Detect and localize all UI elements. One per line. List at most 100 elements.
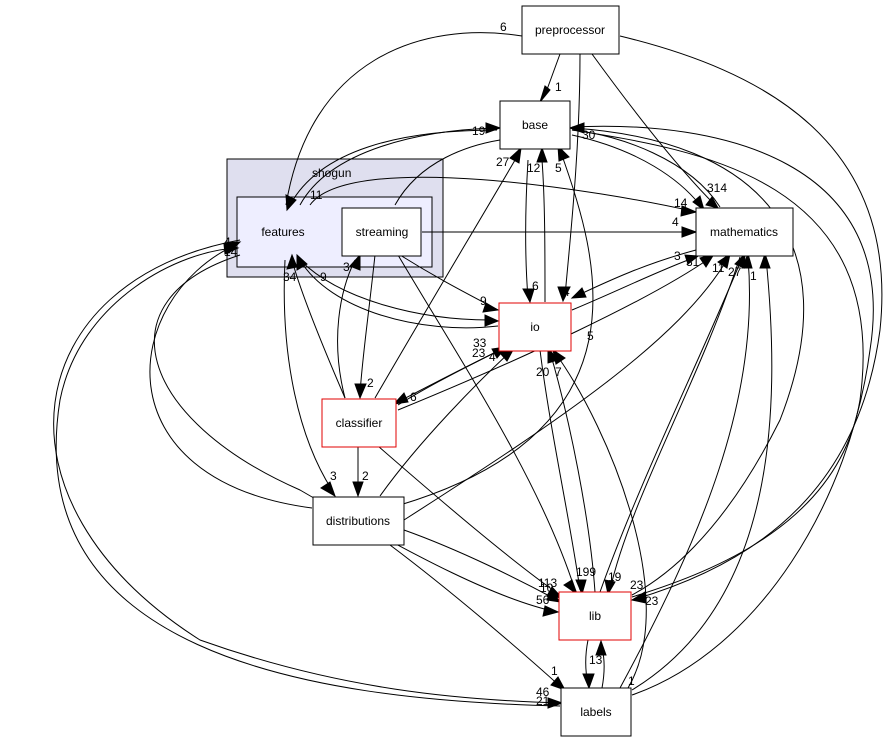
edge-label: 12: [527, 161, 541, 175]
edge-classifier-lib: [377, 445, 561, 596]
node-streaming-label: streaming: [356, 225, 409, 239]
edge-distributions-mathematics: [403, 257, 729, 521]
arrow-distributions-mathematics: [717, 252, 731, 269]
edge-classifier-base: [374, 154, 519, 399]
edge-label: 1: [555, 80, 562, 94]
arrow-base-io: [522, 288, 535, 304]
edge-io-base: [541, 159, 546, 303]
edge-labels: 6 1 4 19 27 11 12 5 30 14 314 4 3 31 11 …: [224, 20, 757, 708]
edge-label: 56: [536, 593, 550, 607]
node-features-label: features: [261, 225, 304, 239]
edge-label: 1: [628, 674, 635, 688]
arrow-classifier-base: [509, 146, 522, 164]
edge-label: 10: [540, 581, 554, 595]
node-io[interactable]: io: [498, 302, 572, 352]
arrow-labels-features: [223, 243, 240, 255]
node-preprocessor[interactable]: preprocessor: [521, 5, 620, 55]
node-labels[interactable]: labels: [560, 687, 632, 737]
edge-label: 314: [707, 181, 727, 195]
edge-classifier-mathematics: [397, 257, 711, 411]
arrow-distributions-labels: [550, 676, 567, 691]
edge-label: 9: [320, 270, 327, 284]
arrow-streaming-lib: [563, 579, 578, 596]
edge-io-mathematics: [571, 256, 697, 311]
edge-labels-mathematics: [619, 257, 751, 689]
arrow-streaming-classifier: [354, 383, 367, 400]
edge-distributions-lib: [403, 529, 558, 601]
arrow-io-mathematics: [684, 254, 700, 265]
node-classifier[interactable]: classifier: [321, 398, 397, 448]
arrow-features-distributions: [320, 481, 336, 498]
arrow-streaming-io: [482, 302, 500, 313]
edge-features-distributions: [283, 259, 333, 491]
edge-label: 4: [224, 235, 231, 249]
edge-features-base: [299, 127, 498, 206]
edge-base-mathematics: [571, 134, 701, 206]
edge-label: 199: [576, 565, 596, 579]
edge-label: 4: [489, 350, 496, 364]
node-base[interactable]: base: [499, 100, 571, 150]
edge-base-io: [525, 159, 529, 299]
node-features[interactable]: features: [261, 225, 304, 239]
edge-features-io: [299, 259, 491, 321]
edge-label: 5: [555, 161, 562, 175]
edge-label: 5: [587, 329, 594, 343]
edge-label: 9: [480, 294, 487, 308]
edge-io-classifier: [397, 349, 501, 403]
edge-label: 31: [686, 255, 700, 269]
edge-label: 3: [343, 260, 350, 274]
arrow-io-features: [296, 253, 308, 271]
arrow-features-mathematics: [680, 205, 698, 217]
arrow-distributions-base: [557, 144, 570, 162]
arrow-base-features: [285, 194, 297, 212]
edge-streaming-classifier: [359, 254, 376, 395]
edge-classifier-features: [291, 259, 346, 399]
edge-label: 19: [472, 124, 486, 138]
arrow-lib-labels: [582, 673, 595, 690]
edge-label: 14: [224, 245, 238, 259]
edge-label: 21: [536, 694, 550, 708]
node-lib[interactable]: lib: [558, 591, 632, 641]
edge-label: 3: [674, 249, 681, 263]
arrow-io-lib: [575, 579, 587, 596]
edge-label: 30: [582, 128, 596, 142]
edge-distributions-features: [149, 244, 313, 509]
edge-label: 4: [563, 285, 570, 299]
edge-mathematics-lib: [609, 256, 741, 591]
edge-preprocessor-io: [564, 53, 581, 297]
arrow-features-base: [485, 122, 502, 134]
edge-label: 4: [672, 215, 679, 229]
node-preprocessor-label: preprocessor: [535, 23, 605, 37]
edge-features-lib: [153, 254, 558, 613]
edge-label: 13: [589, 653, 603, 667]
node-classifier-label: classifier: [336, 416, 383, 430]
edge-base-lib-2: [571, 129, 864, 598]
edge-label: 2: [362, 469, 369, 483]
node-io-label: io: [530, 320, 540, 334]
arrow-classifier-distributions: [352, 481, 364, 498]
arrow-labels-io: [552, 348, 566, 365]
arrow-base-mathematics: [692, 195, 705, 212]
node-streaming[interactable]: streaming: [341, 207, 422, 257]
node-mathematics[interactable]: mathematics: [695, 207, 794, 257]
edge-label: 23: [645, 594, 659, 608]
edge-label: 113: [538, 576, 557, 590]
node-labels-label: labels: [580, 705, 611, 719]
edge-streaming-lib: [397, 254, 576, 591]
arrow-classifier-features: [286, 253, 298, 270]
edge-label: 1: [551, 664, 558, 678]
edge-base-features: [289, 129, 498, 206]
edge-label: 46: [536, 685, 550, 699]
node-mathematics-label: mathematics: [710, 225, 778, 239]
edge-labels-mathematics-2: [631, 257, 773, 691]
arrow-distributions-lib: [546, 588, 562, 603]
edge-label: 33: [473, 336, 487, 350]
edge-label: 11: [712, 261, 725, 275]
edge-distributions-base: [399, 149, 594, 506]
node-distributions[interactable]: distributions: [312, 496, 405, 546]
edge-base-labels: [571, 125, 874, 696]
edge-label: 6: [500, 20, 507, 34]
edge-labels-io: [555, 353, 647, 689]
edge-label: 1: [750, 269, 757, 283]
